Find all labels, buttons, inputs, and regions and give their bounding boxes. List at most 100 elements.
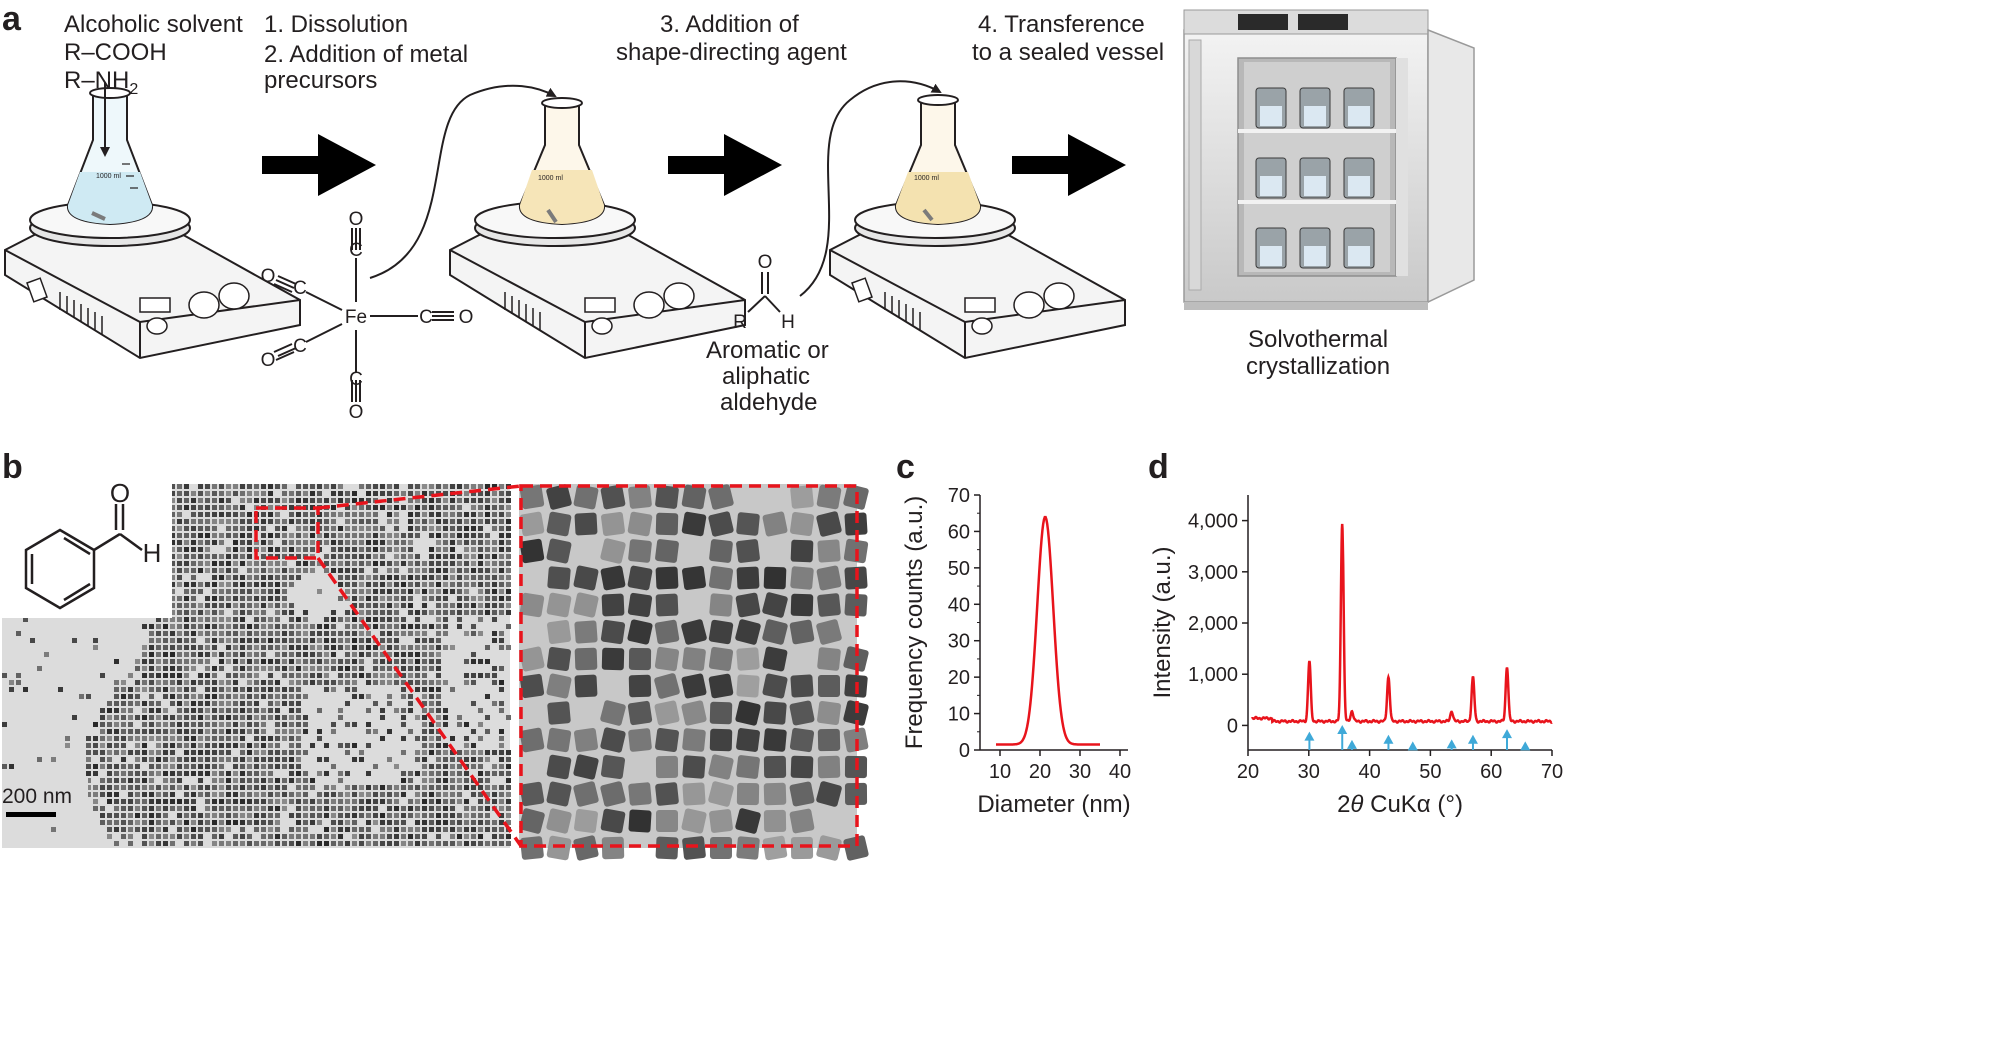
solvothermal-oven	[1183, 9, 1475, 310]
c-xtick-label-40: 40	[1109, 761, 1131, 783]
d-xtick-label-30: 30	[1298, 761, 1320, 783]
flask-3-volume: 1000 ml	[914, 175, 939, 182]
process-arrow-2	[668, 134, 782, 196]
scale-bar	[6, 812, 56, 817]
d-ytick-label-2000: 2,000	[1188, 613, 1238, 635]
step3-label-line2: shape-directing agent	[616, 39, 847, 66]
solvent-label: Alcoholic solvent	[64, 11, 243, 38]
zoom-region-box	[254, 506, 320, 560]
benzaldehyde-o: O	[110, 478, 130, 508]
c-ytick-label-0: 0	[959, 740, 970, 762]
flask-2: 1000 ml	[518, 97, 606, 226]
tem-overview-texture	[2, 484, 511, 846]
step4-label-line1: 4. Transference	[978, 11, 1145, 38]
co-lowleft-o: O	[261, 350, 276, 371]
aldehyde-h: H	[781, 312, 795, 333]
co-top-o: O	[349, 209, 364, 230]
co-bottom-c: C	[349, 369, 363, 390]
oven-label-line2: crystallization	[1246, 353, 1391, 380]
c-ytick-label-50: 50	[948, 558, 970, 580]
c-ytick-label-70: 70	[948, 485, 970, 507]
hotplate-2	[449, 201, 746, 360]
process-arrow-1	[262, 134, 376, 196]
flask-1-volume: 1000 ml	[96, 173, 121, 180]
c-ytick-label-60: 60	[948, 521, 970, 543]
tem-overview-particles	[2, 484, 511, 846]
zoom-frame	[519, 484, 859, 848]
step2-label-line1: 2. Addition of metal	[264, 41, 469, 68]
d-x-axis-label: 2θ CuKα (°)	[1337, 791, 1463, 818]
panel-a-letter: a	[2, 0, 21, 38]
d-reference-stick-head-0	[1304, 731, 1315, 741]
aldehyde-r: R	[733, 312, 747, 333]
step1-label: 1. Dissolution	[264, 11, 409, 38]
d-reference-stick-head-2	[1346, 739, 1357, 749]
d-reference-stick-head-3	[1383, 734, 1394, 744]
co-top-c: C	[349, 240, 363, 261]
co-upleft-c: C	[293, 278, 307, 299]
d-xtick-label-20: 20	[1237, 761, 1259, 783]
synthesis-scheme: 1000 ml Fe O C C O C O C O C O	[4, 9, 1475, 423]
panel-d-letter: d	[1148, 448, 1169, 486]
flask-3: 1000 ml	[894, 94, 982, 226]
scale-bar-background	[2, 778, 88, 818]
c-x-axis-label: Diameter (nm)	[977, 791, 1130, 818]
co-lowleft-c: C	[293, 336, 307, 357]
aldehyde-label-line1: Aromatic or	[706, 337, 829, 364]
d-reference-stick-head-5	[1446, 739, 1457, 749]
oven-label-line1: Solvothermal	[1248, 326, 1389, 353]
step4-label-line2: to a sealed vessel	[972, 39, 1165, 66]
aldehyde-structure	[747, 272, 781, 313]
amine-subscript: 2	[129, 80, 139, 98]
panel-b-letter: b	[2, 448, 23, 486]
d-ytick-label-3000: 3,000	[1188, 562, 1238, 584]
co-upleft-o: O	[261, 266, 276, 287]
d-reference-stick-head-6	[1467, 734, 1478, 744]
process-arrow-3	[1012, 134, 1126, 196]
fe-atom: Fe	[345, 307, 367, 328]
co-bottom-o: O	[349, 402, 364, 423]
benzaldehyde-h: H	[143, 538, 162, 568]
d-xtick-label-60: 60	[1480, 761, 1502, 783]
c-xtick-label-30: 30	[1069, 761, 1091, 783]
d-ytick-label-4000: 4,000	[1188, 511, 1238, 533]
aldehyde-curved-arrow	[799, 80, 942, 297]
benzaldehyde-structure: O H	[24, 478, 162, 610]
c-ytick-label-20: 20	[948, 667, 970, 689]
c-distribution-curve	[996, 515, 1100, 746]
step2-label-line2: precursors	[264, 67, 378, 94]
carboxylic-acid-label: R–COOH	[64, 39, 167, 66]
iron-pentacarbonyl-structure	[273, 228, 454, 402]
flask-2-volume: 1000 ml	[538, 175, 563, 182]
c-y-axis-label: Frequency counts (a.u.)	[901, 496, 928, 749]
zoom-indicator	[254, 484, 859, 848]
co-right-o: O	[459, 307, 474, 328]
d-ytick-label-1000: 1,000	[1188, 664, 1238, 686]
aldehyde-o: O	[758, 252, 773, 273]
d-reference-stick-head-1	[1337, 724, 1348, 734]
c-ytick-label-40: 40	[948, 594, 970, 616]
scale-bar-label: 200 nm	[2, 785, 73, 808]
flask-1: 1000 ml	[66, 87, 154, 226]
c-xtick-label-20: 20	[1029, 761, 1051, 783]
hotplate-1	[4, 201, 301, 360]
aldehyde-label-line2: aliphatic	[722, 363, 811, 390]
hotplate-3	[829, 201, 1126, 360]
d-xtick-label-70: 70	[1541, 761, 1563, 783]
d-xtick-label-50: 50	[1419, 761, 1441, 783]
c-xtick-label-10: 10	[989, 761, 1011, 783]
zoom-line-bottom	[316, 556, 523, 848]
zoom-line-top	[317, 484, 522, 510]
d-y-axis-label: Intensity (a.u.)	[1149, 546, 1176, 698]
d-reference-stick-head-7	[1502, 729, 1513, 739]
d-reference-stick-head-8	[1520, 741, 1531, 751]
d-ytick-label-0: 0	[1227, 715, 1238, 737]
co-right-c: C	[419, 307, 433, 328]
panel-c-letter: c	[896, 448, 915, 486]
step3-label-line1: 3. Addition of	[660, 11, 799, 38]
aldehyde-label-line3: aldehyde	[720, 389, 818, 416]
c-ytick-label-10: 10	[948, 704, 970, 726]
d-reference-stick-head-4	[1407, 741, 1418, 751]
